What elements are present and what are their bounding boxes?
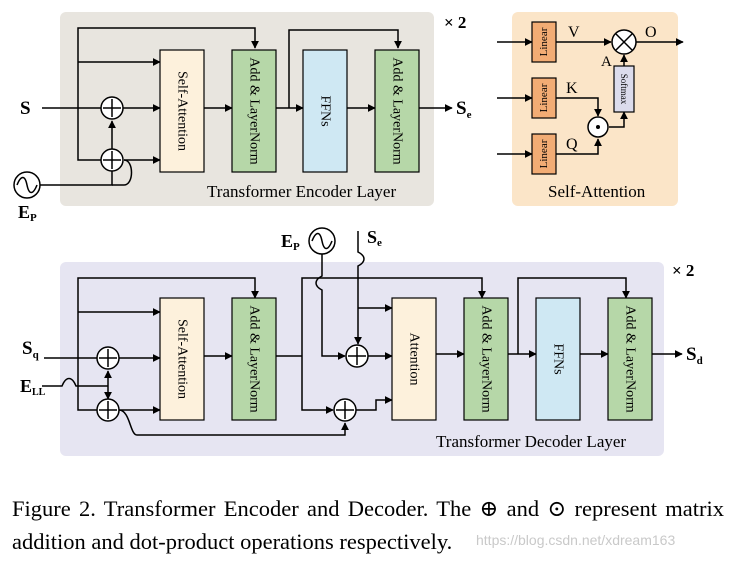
- encoder-output-label: Se: [456, 98, 472, 121]
- watermark: https://blog.csdn.net/xdream163: [476, 532, 676, 548]
- encoder-repeat: × 2: [444, 13, 466, 32]
- softmax-block: Softmax: [613, 65, 635, 113]
- linear-v-block: Linear: [531, 21, 557, 63]
- encoder-add-norm-2-block: Add & LayerNorm: [374, 49, 420, 173]
- decoder-plus-2: [96, 398, 120, 422]
- encoder-plus-1: [100, 96, 124, 120]
- decoder-add-norm-3-block: Add & LayerNorm: [607, 297, 653, 421]
- attention-title: Self-Attention: [548, 182, 646, 201]
- encoder-sine-icon: [13, 171, 41, 199]
- decoder-self-attention-block: Self-Attention: [159, 297, 205, 421]
- svg-text:Add & LayerNorm: Add & LayerNorm: [390, 57, 405, 164]
- decoder-ffn-block: FFNs: [535, 297, 581, 421]
- linear-k-block: Linear: [531, 77, 557, 119]
- encoder-pos-label: EP: [18, 202, 37, 224]
- decoder-plus-4: [333, 398, 357, 422]
- decoder-pos-top-label: EP: [281, 231, 300, 253]
- dot-product-node: [587, 116, 609, 138]
- v-label: V: [568, 24, 580, 41]
- svg-text:Linear: Linear: [538, 83, 550, 112]
- decoder-pos-in-label: ELL: [20, 376, 46, 398]
- svg-text:Self-Attention: Self-Attention: [175, 71, 190, 151]
- decoder-attention-block: Attention: [391, 297, 437, 421]
- multiply-node: [611, 29, 637, 55]
- o-label: O: [645, 24, 657, 41]
- encoder-input-label: S: [20, 98, 31, 119]
- encoder-plus-2: [100, 148, 124, 172]
- svg-text:FFNs: FFNs: [318, 95, 333, 126]
- svg-text:Add & LayerNorm: Add & LayerNorm: [623, 305, 638, 412]
- linear-q-block: Linear: [531, 133, 557, 175]
- encoder-self-attention-block: Self-Attention: [159, 49, 205, 173]
- a-label: A: [601, 54, 612, 70]
- decoder-se-label: Se: [367, 227, 382, 249]
- svg-text:FFNs: FFNs: [551, 343, 566, 374]
- decoder-sine-icon: [308, 227, 336, 255]
- decoder-input-label: Sq: [22, 338, 40, 361]
- decoder-add-norm-2-block: Add & LayerNorm: [463, 297, 509, 421]
- encoder-ffn-block: FFNs: [302, 49, 348, 173]
- q-label: Q: [566, 136, 578, 153]
- figure-caption: Figure 2. Transformer Encoder and Decode…: [12, 496, 724, 554]
- svg-text:Attention: Attention: [407, 333, 422, 386]
- svg-text:Add & LayerNorm: Add & LayerNorm: [247, 305, 262, 412]
- encoder-title: Transformer Encoder Layer: [207, 182, 396, 201]
- k-label: K: [566, 80, 578, 97]
- decoder-plus-3: [345, 344, 369, 368]
- svg-text:Add & LayerNorm: Add & LayerNorm: [247, 57, 262, 164]
- svg-text:Add & LayerNorm: Add & LayerNorm: [479, 305, 494, 412]
- svg-text:Linear: Linear: [538, 27, 550, 56]
- decoder-output-label: Sd: [686, 344, 703, 367]
- decoder-add-norm-1-block: Add & LayerNorm: [231, 297, 277, 421]
- decoder-title: Transformer Decoder Layer: [436, 432, 626, 451]
- encoder-add-norm-1-block: Add & LayerNorm: [231, 49, 277, 173]
- svg-text:Softmax: Softmax: [619, 74, 629, 105]
- svg-text:Linear: Linear: [538, 139, 550, 168]
- svg-text:Self-Attention: Self-Attention: [175, 319, 190, 399]
- decoder-plus-1: [96, 346, 120, 370]
- decoder-repeat: × 2: [672, 261, 694, 280]
